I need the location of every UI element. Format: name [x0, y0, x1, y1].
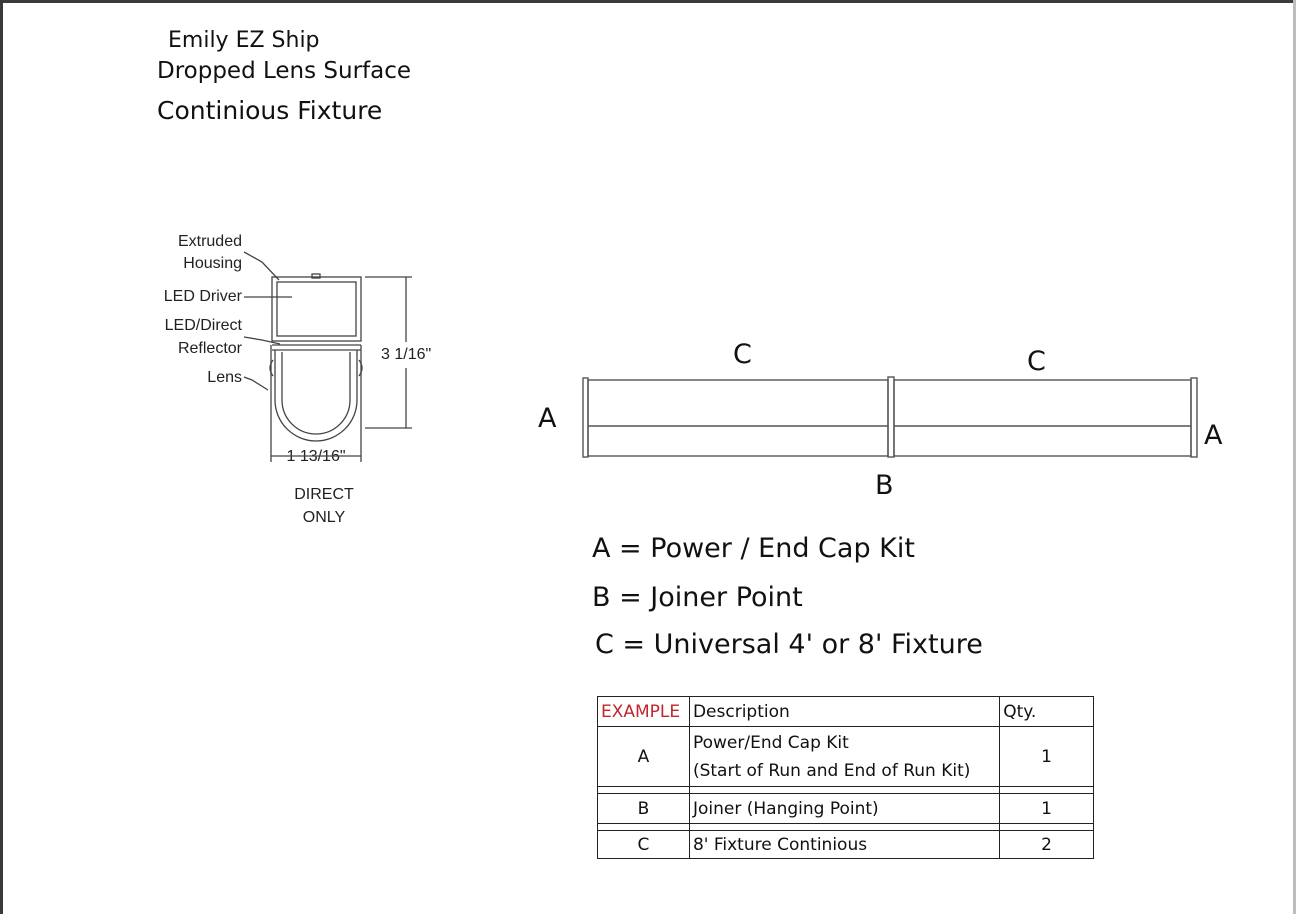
label-c-left: C	[733, 339, 752, 370]
header-qty: Qty.	[999, 696, 1094, 727]
end-cap-right	[1190, 377, 1198, 458]
label-extruded: Extruded	[177, 233, 242, 250]
table-row: B Joiner (Hanging Point) 1	[597, 793, 1094, 824]
row-a-desc-line-1: Power/End Cap Kit	[692, 732, 849, 753]
lens-outline	[274, 350, 358, 442]
legend-c: C = Universal 4' or 8' Fixture	[595, 629, 983, 660]
legend-a: A = Power / End Cap Kit	[592, 533, 915, 564]
example-table: EXAMPLE Description Qty. A Power/End Cap…	[597, 696, 1094, 859]
title-line-3: Continious Fixture	[157, 96, 383, 125]
row-c-qty: 2	[999, 830, 1094, 859]
row-a-letter: A	[597, 726, 690, 787]
row-c-letter: C	[597, 830, 690, 859]
end-cap-left	[582, 377, 589, 458]
frame-right-border	[1293, 0, 1296, 914]
row-c-description: 8' Fixture Continious	[688, 830, 1001, 859]
frame-top-border	[0, 0, 1296, 3]
row-b-qty: 1	[999, 793, 1094, 824]
row-a-desc-line-2: (Start of Run and End of Run Kit)	[692, 760, 971, 781]
label-c-right: C	[1027, 346, 1046, 377]
header-description: Description	[688, 696, 1001, 727]
legend-b: B = Joiner Point	[592, 582, 803, 613]
label-led-direct: LED/Direct	[164, 317, 242, 334]
label-lens: Lens	[207, 369, 242, 386]
housing-inner	[276, 281, 357, 337]
housing-top-nub	[311, 273, 321, 279]
label-a-right: A	[1204, 420, 1223, 451]
joiner-point	[887, 376, 895, 458]
label-reflector: Reflector	[177, 340, 242, 357]
caption-direct: DIRECT	[294, 486, 354, 503]
table-spacer	[597, 786, 1094, 794]
row-b-description: Joiner (Hanging Point)	[688, 793, 1001, 824]
table-row: C 8' Fixture Continious 2	[597, 830, 1094, 859]
leader-reflector	[243, 336, 281, 345]
title-line-2: Dropped Lens Surface	[157, 58, 412, 84]
caption-only: ONLY	[302, 509, 346, 526]
row-a-qty: 1	[999, 726, 1094, 787]
height-dimension-label: 3 1/16"	[381, 346, 432, 363]
table-header-row: EXAMPLE Description Qty.	[597, 696, 1094, 727]
label-b: B	[875, 470, 894, 501]
housing-outline	[271, 276, 362, 342]
table-row: A Power/End Cap Kit (Start of Run and En…	[597, 726, 1094, 787]
label-a-left: A	[538, 403, 557, 434]
label-led-driver: LED Driver	[163, 288, 242, 305]
row-b-letter: B	[597, 793, 690, 824]
fixture-right	[893, 379, 1192, 457]
fixture-left	[587, 379, 889, 457]
label-housing: Housing	[183, 255, 242, 272]
leader-lens	[243, 376, 269, 391]
table-spacer	[597, 823, 1094, 831]
frame-left-border	[0, 0, 3, 914]
title-line-1: Emily EZ Ship	[168, 28, 320, 53]
row-a-description: Power/End Cap Kit (Start of Run and End …	[688, 726, 1001, 787]
leader-housing	[243, 251, 280, 281]
header-example: EXAMPLE	[597, 696, 690, 727]
